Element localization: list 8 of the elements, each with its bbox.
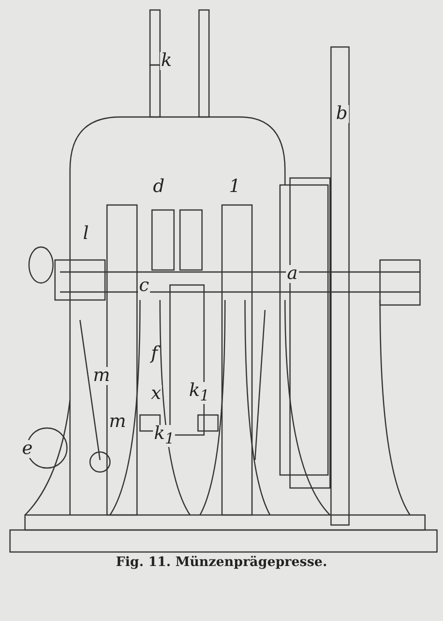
figure-caption: Fig. 11. Münzenprägepresse. (114, 554, 328, 572)
part-letter: b (335, 105, 349, 123)
part-letter: k (160, 52, 173, 70)
part-letter: m (92, 367, 112, 385)
part-letter: a (286, 265, 299, 283)
part-letter: f (150, 345, 159, 363)
part-letter: e (21, 440, 34, 458)
part-letter: k$_{1}$ (153, 425, 176, 447)
